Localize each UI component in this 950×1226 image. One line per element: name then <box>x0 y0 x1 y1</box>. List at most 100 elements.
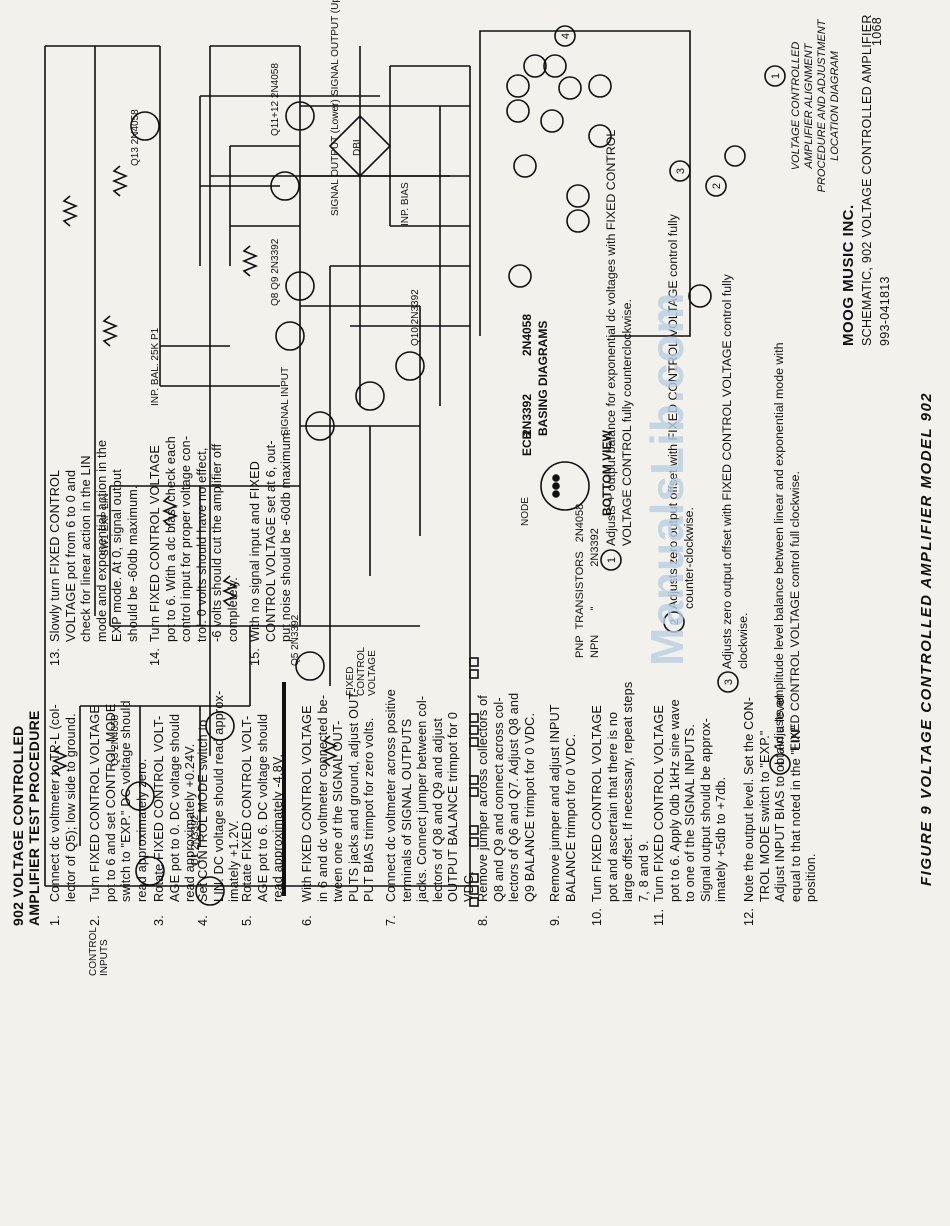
basing-title-1b: 2N4058 <box>520 313 534 356</box>
transistor-legend-pnp: PNP TRANSISTORS 2N4058 <box>574 503 586 658</box>
step-line: should be -60db maximum. <box>126 485 140 642</box>
board-callout-1: 1 <box>770 73 782 79</box>
step-line: Rotate FIXED CONTROL VOLT- <box>152 715 166 902</box>
company-doc-number: 993-041813 <box>878 276 892 346</box>
step-line: 7, 8 and 9. <box>636 840 651 902</box>
step-line: equal to that noted in the "LIN" <box>788 724 803 902</box>
step-number: 15. <box>248 647 262 666</box>
step-line: pot and ascertain that there is no <box>605 711 620 902</box>
step-line: Slowly turn FIXED CONTROL <box>48 469 62 642</box>
step-line: -6 volts should cut the amplifier off <box>210 443 225 642</box>
label-inp-bal: INP. BAL. 25K P1 <box>150 327 161 406</box>
step-line: Turn FIXED CONTROL VOLTAGE <box>148 445 162 642</box>
label-q8-q9: Q8 Q9 2N3392 <box>270 238 281 306</box>
label-dbi: DBI <box>352 139 363 156</box>
step-number: 10. <box>590 907 604 926</box>
company-name: MOOG MUSIC INC. <box>840 204 857 346</box>
label-signal-output-lower: SIGNAL OUTPUT (Lower) <box>330 99 341 216</box>
label-q11-q12: Q11+12 2N4058 <box>270 63 281 136</box>
legend-item-1: Adjusts + output balance for exponential… <box>604 130 634 546</box>
legend-item-4: Adjusts amplitude level balance between … <box>772 342 802 751</box>
step-number: 9. <box>548 915 562 926</box>
step-number: 5. <box>240 915 254 926</box>
step-line: large offset. If necessary, repeat steps <box>621 681 636 902</box>
step-line: VOLTAGE pot from 6 to 0 and <box>63 469 78 642</box>
step-number: 11. <box>652 908 666 926</box>
step-line: control input for proper voltage con- <box>179 435 194 642</box>
step-line: imately +5db to +7db. <box>714 776 729 902</box>
step-line: Turn FIXED CONTROL VOLTAGE <box>88 705 102 902</box>
step-line: Remove jumper across collectors of <box>476 695 490 902</box>
transistor-legend-npn: NPN " 2N3392 <box>589 528 601 658</box>
step-line: Rotate FIXED CONTROL VOLT- <box>240 715 254 902</box>
legend-number-2: 2 <box>669 619 681 625</box>
legend-number-4: 4 <box>775 761 787 767</box>
step-line: read approximately zero. <box>134 758 149 902</box>
step-line: lectors of Q8 and Q9 and adjust <box>430 717 445 902</box>
step-number: 8. <box>476 915 490 926</box>
step-line: terminals of SIGNAL OUTPUTS <box>399 718 414 902</box>
watermark: ManualsLib.com <box>641 291 693 666</box>
step-number: 4. <box>196 915 210 926</box>
step-line: Q8 and Q9 and connect across col- <box>491 697 506 902</box>
step-line: pot to 6. With a dc bias, check each <box>163 435 178 642</box>
basing-title-2: BASING DIAGRAMS <box>536 320 550 436</box>
step-line: OUTPUT BALANCE trimpot for 0 <box>446 711 461 902</box>
step-line: Adjust INPUT BIAS to obtain a level <box>773 695 788 902</box>
step-line: With no signal input and FIXED <box>248 460 262 642</box>
step-line: trol. 0 volts should have no effect, <box>194 447 209 642</box>
step-line: Connect dc voltmeter across positive <box>384 689 398 902</box>
step-number: 1. <box>48 915 62 926</box>
board-caption: VOLTAGE CONTROLLED AMPLIFIER ALIGNMENT P… <box>790 19 841 193</box>
step-line: Q9 BALANCE trimpot for 0 VDC. <box>522 712 537 902</box>
page-number: 1068 <box>870 16 884 46</box>
step-line: switch to "EXP." DC voltage should <box>119 700 134 902</box>
step-line: CONTROL VOLTAGE set at 6, out- <box>263 440 278 642</box>
label-q13: Q13 2N4058 <box>130 109 141 166</box>
label-signal-output-upper: SIGNAL OUTPUT (Upper) <box>330 0 341 96</box>
step-line: mode and exponential action in the <box>94 439 109 642</box>
step-line: put noise should be -60db maximum. <box>279 428 294 642</box>
step-line: PUTS jacks and ground, adjust OUT- <box>346 688 361 902</box>
step-line: AGE pot to 6. DC voltage should <box>255 713 270 902</box>
step-number: 2. <box>88 915 102 926</box>
step-line: tween one of the SIGNAL OUT- <box>331 720 346 902</box>
step-number: 3. <box>152 915 166 926</box>
step-line: Turn FIXED CONTROL VOLTAGE <box>652 705 666 902</box>
step-line: check for linear action in the LIN <box>79 455 94 642</box>
legend-number-1: 1 <box>606 557 618 563</box>
step-number: 7. <box>384 915 398 926</box>
step-line: to one of the SIGNAL INPUTS. <box>683 723 698 902</box>
step-line: Signal output should be approx- <box>698 717 713 902</box>
step-line: lector of Q5); low side to ground. <box>63 713 78 902</box>
step-line: Turn FIXED CONTROL VOLTAGE <box>590 705 604 902</box>
step-line: Set CONTROL MODE switch to <box>196 719 210 902</box>
legend-item-3: Adjusts zero output offset with FIXED CO… <box>720 274 750 669</box>
step-line: in 6 and dc voltmeter connected be- <box>315 694 330 902</box>
step-line: TROL MODE switch to "EXP." <box>757 730 772 902</box>
step-line: Note the output level. Set the CON- <box>742 696 756 902</box>
label-signal-input: SIGNAL INPUT <box>280 366 291 436</box>
step-line: lectors of Q6 and Q7. Adjust Q8 and <box>507 692 522 902</box>
step-line: EXP mode. At 0, signal output <box>110 469 125 642</box>
step-number: 12. <box>742 907 756 926</box>
step-line: BALANCE trimpot for 0 VDC. <box>563 733 578 902</box>
step-number: 6. <box>300 915 314 926</box>
step-line: Connect dc voltmeter to TP-L (col- <box>48 704 62 902</box>
step-line: pot to 6 and set CONTROL MODE <box>103 703 118 902</box>
step-line: pot to 6. Apply 0db 1kHz sine wave <box>667 699 682 902</box>
step-line: AGE pot to 0. DC voltage should <box>167 713 182 902</box>
figure-caption: FIGURE 9 VOLTAGE CONTROLLED AMPLIFIER MO… <box>918 391 935 886</box>
legend-number-3: 3 <box>723 679 735 685</box>
step-line: completely. <box>226 577 240 642</box>
step-line: With FIXED CONTROL VOLTAGE <box>300 705 314 902</box>
board-callout-3: 3 <box>675 168 687 174</box>
label-q10: Q10 2N3392 <box>410 289 421 346</box>
step-line: jacks. Connect jumper between col- <box>415 695 430 902</box>
step-line: position. <box>804 853 819 902</box>
note-box <box>282 682 286 896</box>
board-callout-2: 2 <box>711 183 723 189</box>
